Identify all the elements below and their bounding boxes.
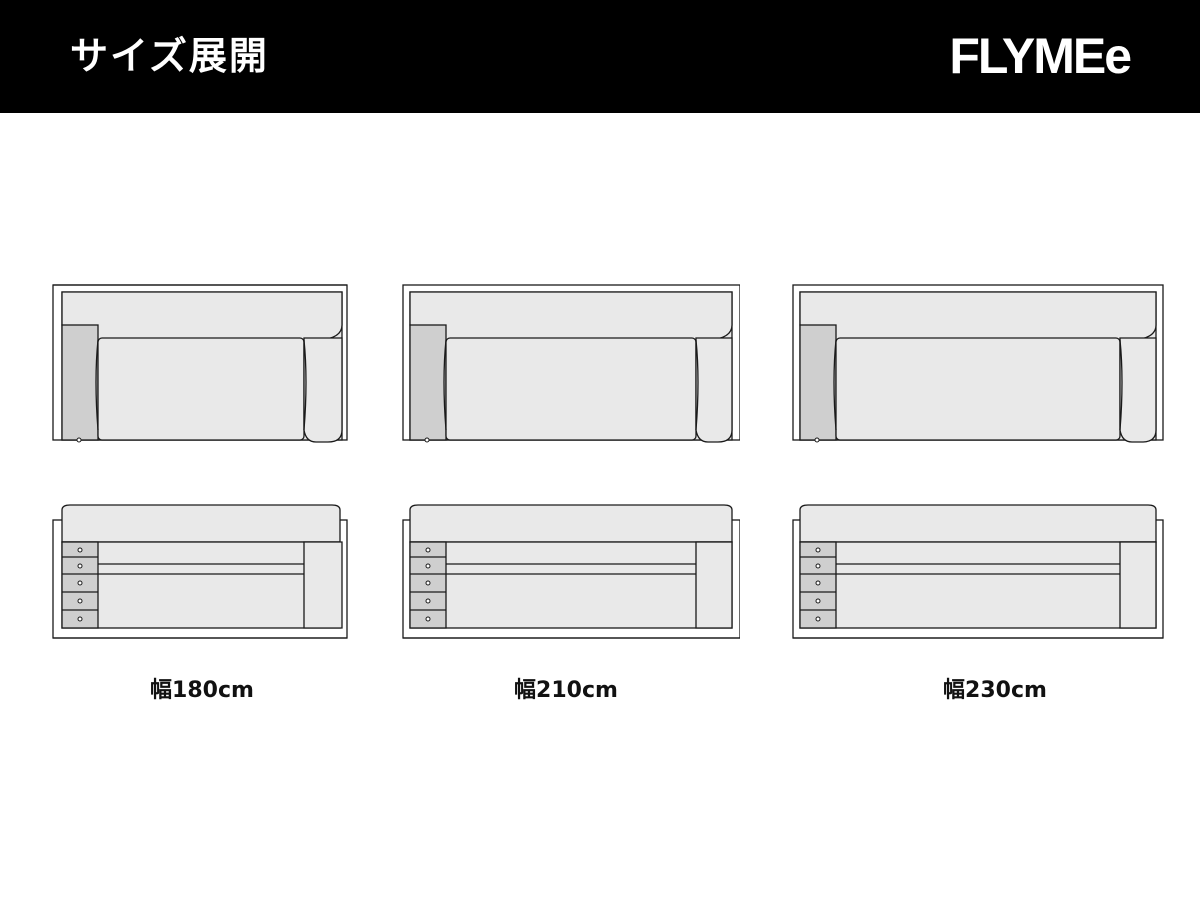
size-label: 幅210cm <box>514 678 618 703</box>
sofa-front-view <box>402 504 740 639</box>
size-label: 幅230cm <box>943 678 1047 703</box>
sofa-top-view <box>402 284 740 443</box>
brand-logo: FLYMEe <box>949 28 1132 84</box>
sofa-drawing-180 <box>52 284 348 639</box>
sofa-drawing-230 <box>792 284 1164 639</box>
header-bar: サイズ展開 FLYMEe <box>0 0 1200 113</box>
sofa-size-180: 幅180cm <box>50 280 390 710</box>
sofa-top-view <box>792 284 1164 443</box>
sofa-top-view <box>52 284 348 443</box>
sofa-size-210: 幅210cm <box>400 280 740 710</box>
size-label: 幅180cm <box>150 678 254 703</box>
page-title: サイズ展開 <box>70 34 269 78</box>
sofa-front-view <box>52 504 348 639</box>
sofa-size-230: 幅230cm <box>790 280 1170 710</box>
sofa-front-view <box>792 504 1164 639</box>
sofa-drawing-210 <box>402 284 740 639</box>
